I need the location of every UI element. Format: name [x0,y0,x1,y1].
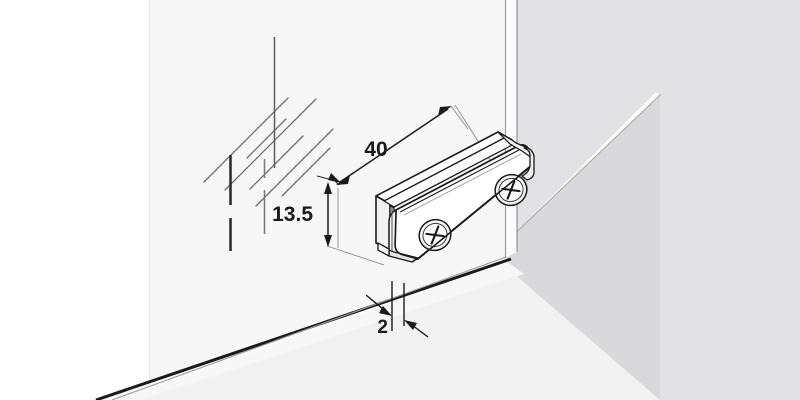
wall-upper-block [505,0,800,400]
wall-diagonal-edge [504,93,662,244]
dimension-label-40: 40 [364,138,387,161]
dim-40-construction-upper [450,105,469,130]
clamp-front-bevel-line-1 [399,149,520,213]
screw-rear-center-dot [509,188,513,192]
dimension-135-group: 13.5 [272,173,385,266]
break-hatch-line-3 [246,118,287,159]
floor-surface [110,266,660,400]
dim-135-arrow-top [324,182,332,194]
break-hatch-line-2 [224,98,317,191]
break-tick-group [229,37,276,251]
break-hatch-line-4 [249,135,304,190]
clamp-slot-opening [377,242,390,257]
break-hatch-line-5 [255,128,334,207]
dim-135-witness-bottom [326,245,385,266]
dim-40-line [339,108,449,183]
clamp-rear-left-face [375,195,391,251]
break-hatch-line-6 [281,147,331,197]
dimension-label-135: 13.5 [272,203,313,226]
clamp-right-end-face [521,147,535,181]
glass-clamp-bracket [375,131,535,263]
screw-rear [494,173,528,207]
glass-bottom-edge-dark [95,257,512,400]
dim-2-arrow-right [404,320,417,330]
dim-135-arrow-bottom [324,235,332,247]
glass-bottom-edge-thin [111,256,507,400]
dim-40-arrow-right [438,106,452,116]
glass-thickness-edge [505,0,517,258]
dim-2-arrow-left [379,306,392,316]
dimension-2-group: 2 [365,281,429,338]
clamp-front-lower-edge [399,166,531,260]
dim-135-witness-top-arrow [328,173,341,183]
dimension-label-2: 2 [377,317,388,338]
screw-front-center-dot [433,233,437,237]
clamp-front-bevel-line-2 [403,153,522,216]
